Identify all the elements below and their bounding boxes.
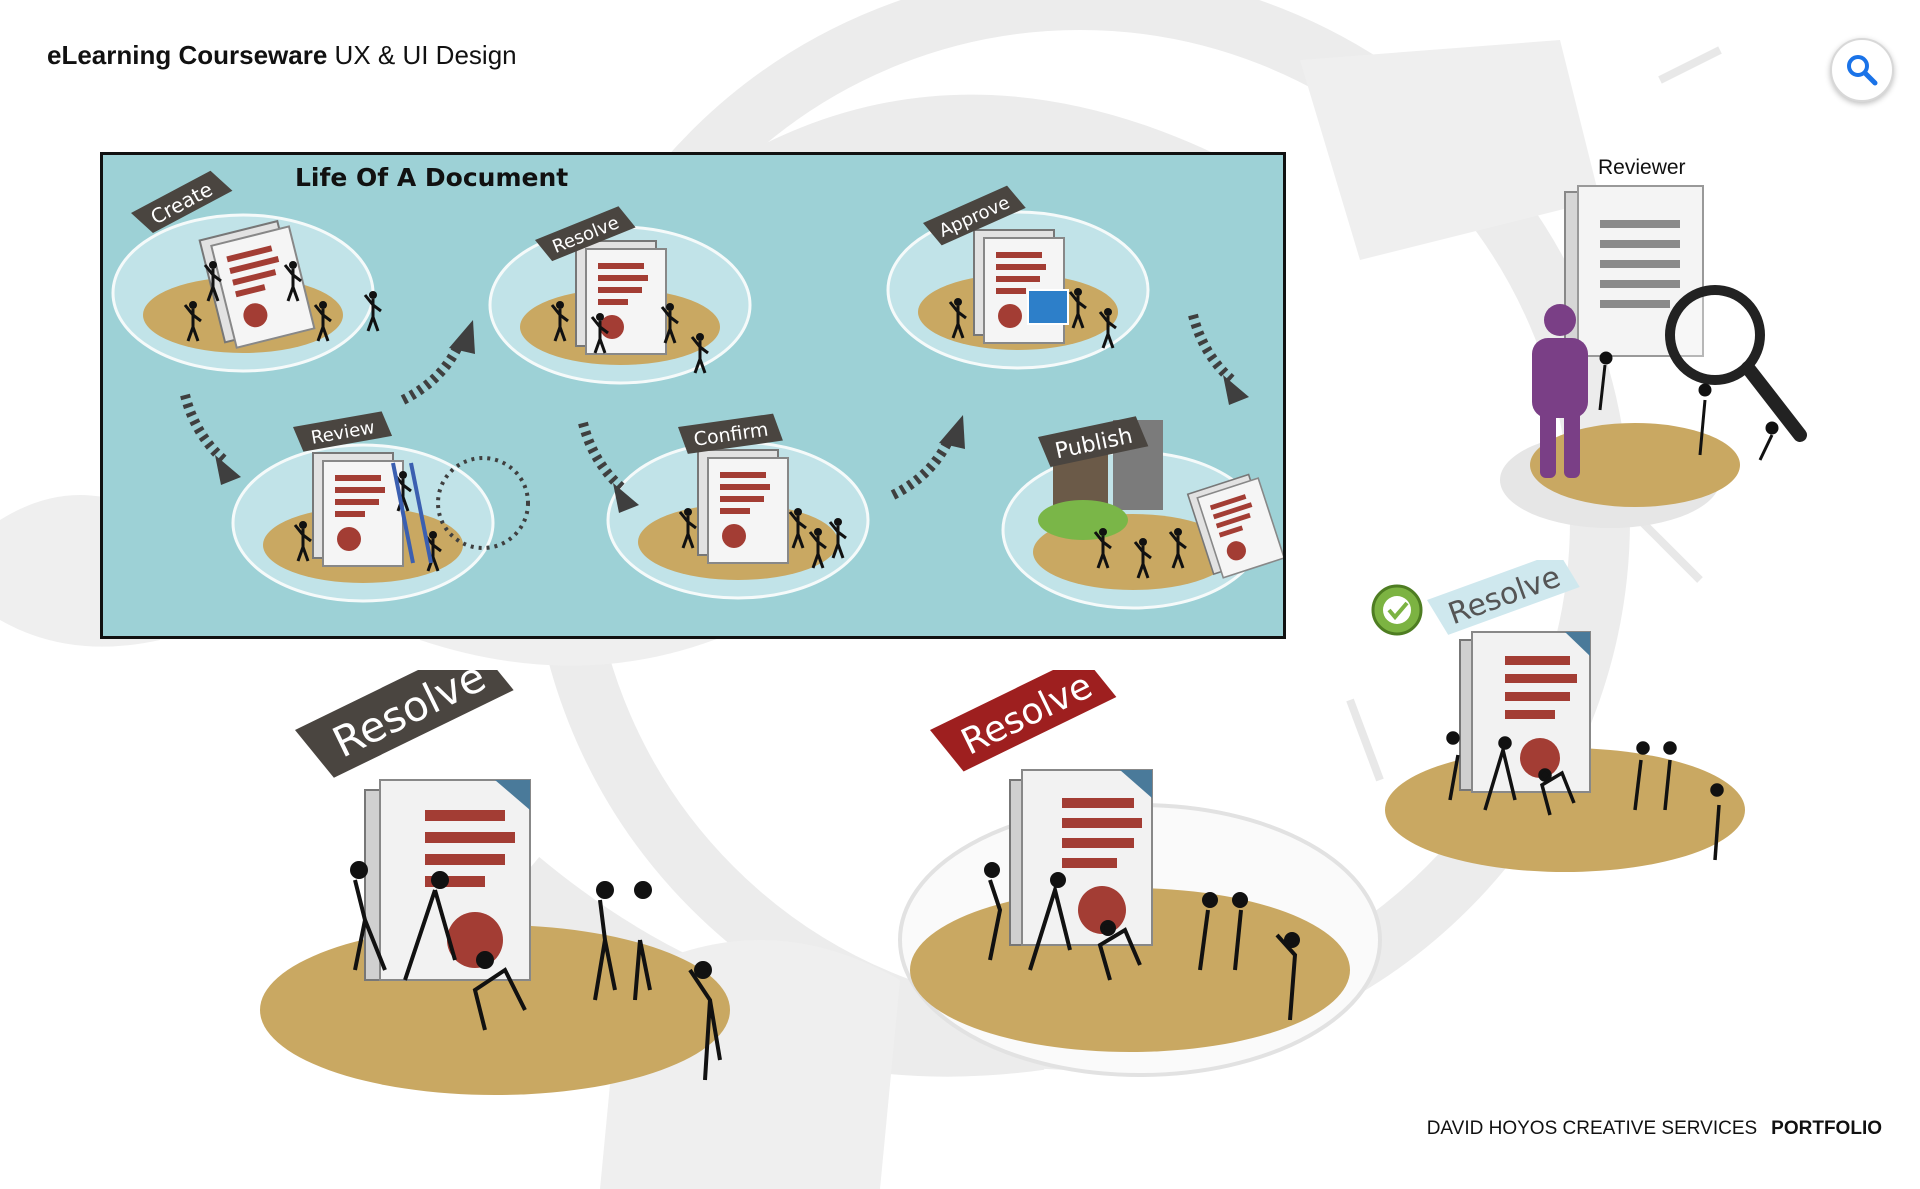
stage-resolve [488, 225, 752, 385]
ribbon-resolve-checked: Resolve [1427, 560, 1580, 635]
footer-company: DAVID HOYOS CREATIVE SERVICES [1426, 1118, 1758, 1139]
reviewer-illustration [1500, 185, 1807, 528]
check-icon [1371, 584, 1423, 636]
footer-portfolio: PORTFOLIO [1771, 1118, 1882, 1139]
flow-arrow [185, 395, 241, 485]
footer: DAVID HOYOS CREATIVE SERVICES PORTFOLIO [1427, 1118, 1882, 1140]
page-title-rest: UX & UI Design [334, 40, 517, 70]
stage-review [231, 443, 530, 603]
ribbon-resolve-dark: Resolve [295, 670, 514, 778]
resolve-variant-checked: Resolve [1371, 560, 1745, 872]
search-button[interactable] [1830, 38, 1894, 102]
resolve-variant-red: Resolve [898, 670, 1382, 1077]
page-title-bold: eLearning Courseware [47, 40, 328, 70]
life-of-document-diagram: Create Review Resolve [100, 152, 1286, 639]
stage-create [111, 213, 383, 373]
stage-approve [886, 210, 1150, 370]
reviewer-person-icon [1532, 304, 1588, 478]
diagram-artwork: Create Review Resolve [111, 170, 1283, 610]
magnifier-icon [1665, 285, 1807, 442]
diagram-title: Life Of A Document [295, 163, 569, 192]
page-title: eLearning Courseware UX & UI Design [47, 40, 517, 71]
ribbon-confirm: Confirm [678, 413, 783, 454]
reviewer-label: Reviewer [1598, 156, 1686, 179]
stage-confirm [606, 440, 870, 600]
ribbon-resolve-red: Resolve [930, 670, 1117, 772]
resolve-variant-dark: Resolve [260, 670, 730, 1095]
flow-arrow [1193, 315, 1249, 405]
flow-arrow [893, 415, 965, 495]
flow-arrow [403, 320, 475, 400]
ribbon-resolve-dark-label: Resolve [325, 670, 493, 767]
ribbon-resolve-checked-label: Resolve [1444, 560, 1565, 632]
search-icon [1847, 55, 1878, 86]
